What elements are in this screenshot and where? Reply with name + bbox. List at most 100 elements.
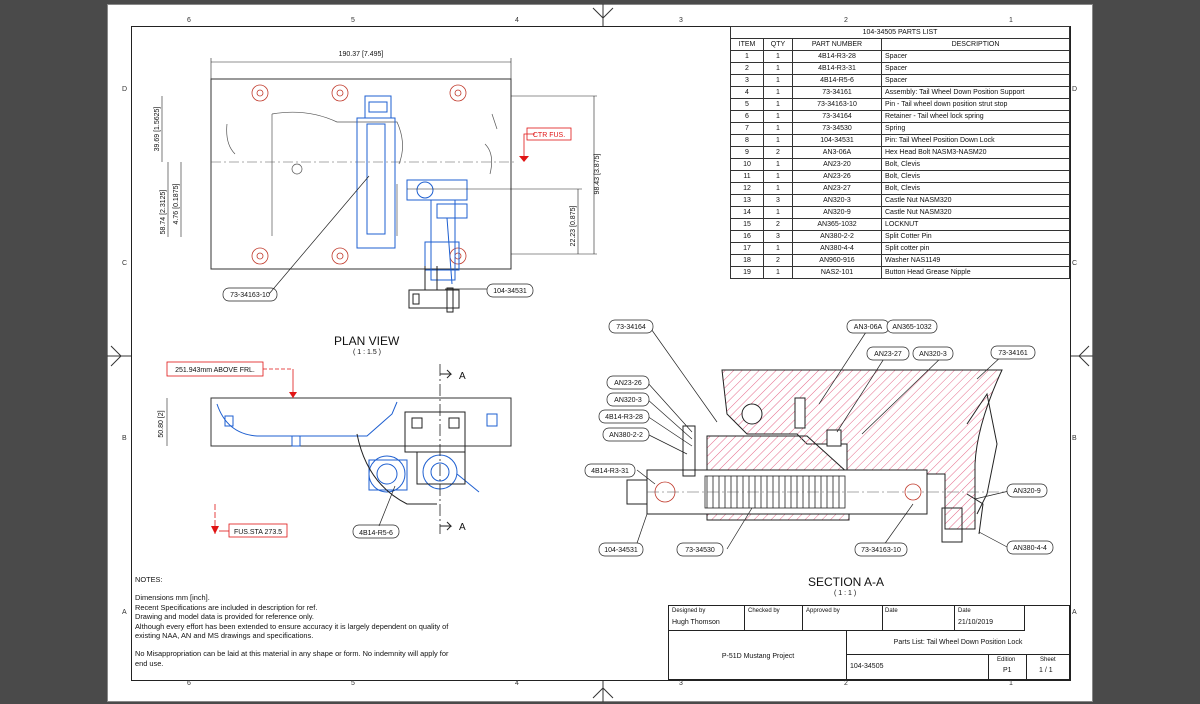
frl-height-label: 251.943mm ABOVE FRL. [175, 367, 255, 374]
zone-bottom-4: 4 [515, 680, 519, 687]
zone-bottom-6: 6 [187, 680, 191, 687]
notes-heading: NOTES: [135, 575, 163, 584]
section-callout-73-34530: 73-34530 [685, 547, 715, 554]
zone-bottom-1: 1 [1009, 680, 1013, 687]
tb-title-text: Parts List: Tail Wheel Down Position Loc… [893, 639, 1023, 646]
tb-approved-by: Approved by [803, 606, 883, 631]
note-line: end use. [135, 658, 164, 668]
zone-top-2: 2 [844, 17, 848, 24]
plan-dim-d1: 39.69 [1.5625] [154, 107, 161, 152]
section-callout-an320-3-top: AN320-3 [919, 351, 947, 358]
plan-view-scale: ( 1 : 1.5 ) [353, 349, 382, 356]
zone-left-C: C [122, 260, 128, 267]
zone-left-B: B [122, 435, 127, 442]
side-view: A A 251.943mm ABOVE FRL. FUS.STA 273.5 5… [158, 361, 512, 539]
parts-list-table: 104-34505 PARTS LIST ITEM QTY PART NUMBE… [730, 26, 1070, 279]
fus-sta-label: FUS.STA 273.5 [234, 529, 282, 536]
zone-left-A: A [122, 609, 127, 616]
section-callout-73-34161: 73-34161 [998, 350, 1028, 357]
note-line: existing NAA, AN and MS drawings and spe… [135, 631, 314, 641]
frl-annotation: 251.943mm ABOVE FRL. [166, 361, 297, 398]
drawing-frame [131, 26, 1071, 681]
plan-lock-pin-assembly [408, 266, 460, 313]
zone-left-D: D [122, 86, 128, 93]
zone-right-A: A [1072, 609, 1077, 616]
plan-callout-104-34531: 104-34531 [493, 288, 527, 295]
side-dim-height: 50.80 [2] [158, 410, 165, 437]
note-line: Dimensions mm [inch]. [135, 593, 210, 603]
section-callout-an3-06a: AN3-06A [854, 324, 883, 331]
plan-dimension-lines [161, 58, 597, 255]
tb-project-name: P-51D Mustang Project [721, 653, 795, 660]
plan-dim-d4: 98.43 [3.875] [594, 154, 601, 195]
tb-approval-date: Date [883, 606, 955, 631]
section-callout-an23-27: AN23-27 [874, 351, 902, 358]
section-callout-an380-4-4: AN380-4-4 [1013, 545, 1047, 552]
zone-right-C: C [1072, 260, 1078, 267]
side-callout-4b14-r5-6: 4B14-R5-6 [359, 530, 393, 537]
note-line: No Misappropriation can be laid at this … [135, 649, 449, 659]
plan-view: CTR FUS. 190.37 [7.495] 39.69 [1.5625] 5… [154, 51, 601, 313]
section-callout-an380-2-2: AN380-2-2 [609, 432, 643, 439]
zone-right-D: D [1072, 86, 1078, 93]
side-blue-parts [216, 401, 498, 493]
tb-drawing-title: Parts List: Tail Wheel Down Position Loc… [847, 631, 1069, 655]
section-callout-an320-9: AN320-9 [1013, 488, 1041, 495]
drawing-sheet: 6 5 4 3 2 1 6 5 4 3 2 1 D C B A D C B A … [107, 4, 1093, 702]
section-callout-an365-1032: AN365-1032 [892, 324, 931, 331]
note-line: Recent Specifications are included in de… [135, 602, 318, 612]
zone-bottom-2: 2 [844, 680, 848, 687]
tb-edition: Edition P1 [989, 655, 1027, 679]
plan-mounting-holes [251, 84, 467, 265]
tb-date-value: 21/10/2019 [958, 619, 994, 626]
section-callout-an23-26: AN23-26 [614, 380, 642, 387]
section-cut-line: A A [439, 364, 466, 534]
zone-top-4: 4 [515, 17, 519, 24]
tb-project: P-51D Mustang Project [669, 631, 847, 679]
centering-marks [107, 4, 1093, 702]
zone-bottom-3: 3 [679, 680, 683, 687]
title-block: Designed by Hugh Thomson Checked by Appr… [668, 605, 1070, 680]
section-view: 73-34164 AN3-06A AN365-1032 AN23-27 AN32… [584, 319, 1054, 557]
section-view-scale: ( 1 : 1 ) [834, 590, 857, 597]
tb-date: Date 21/10/2019 [955, 606, 1025, 631]
zone-top-1: 1 [1009, 17, 1013, 24]
plan-dim-d5: 22.23 [0.875] [570, 206, 577, 247]
section-callout-an320-3-left: AN320-3 [614, 397, 642, 404]
tb-doc-number: 104-34505 [847, 655, 989, 679]
sheet-border [107, 4, 1093, 702]
zone-bottom-5: 5 [351, 680, 355, 687]
ctr-fus-label: CTR FUS. [533, 132, 565, 139]
plan-blue-parts [356, 95, 468, 285]
note-line: Although every effort has been extended … [135, 621, 449, 631]
tb-edition-value: P1 [1003, 667, 1012, 674]
zone-right-B: B [1072, 435, 1077, 442]
ctr-fus-marker: CTR FUS. [519, 127, 572, 162]
section-callout-4b14-r3-28: 4B14-R3-28 [605, 414, 643, 421]
plan-dim-width: 190.37 [7.495] [339, 51, 384, 58]
section-callout-73-34164: 73-34164 [616, 324, 646, 331]
section-callout-73-34163-10: 73-34163-10 [861, 547, 901, 554]
tb-sheet-value: 1 / 1 [1039, 667, 1053, 674]
fus-sta-annotation: FUS.STA 273.5 [211, 504, 288, 538]
section-mark-top: A [459, 371, 466, 382]
cell-description: Button Head Grease Nipple [881, 266, 1070, 279]
section-leader-lines [634, 325, 1010, 550]
zone-top-5: 5 [351, 17, 355, 24]
section-view-title: SECTION A-A [808, 575, 885, 589]
tb-designer-name: Hugh Thomson [672, 619, 720, 626]
plan-dim-d3: 4.76 [0.1875] [173, 184, 180, 225]
section-mark-bottom: A [459, 522, 466, 533]
plan-dim-d2: 58.74 [2.3125] [160, 190, 167, 235]
drawing-canvas: CTR FUS. 190.37 [7.495] 39.69 [1.5625] 5… [107, 4, 1093, 702]
plan-view-title: PLAN VIEW [334, 334, 400, 348]
